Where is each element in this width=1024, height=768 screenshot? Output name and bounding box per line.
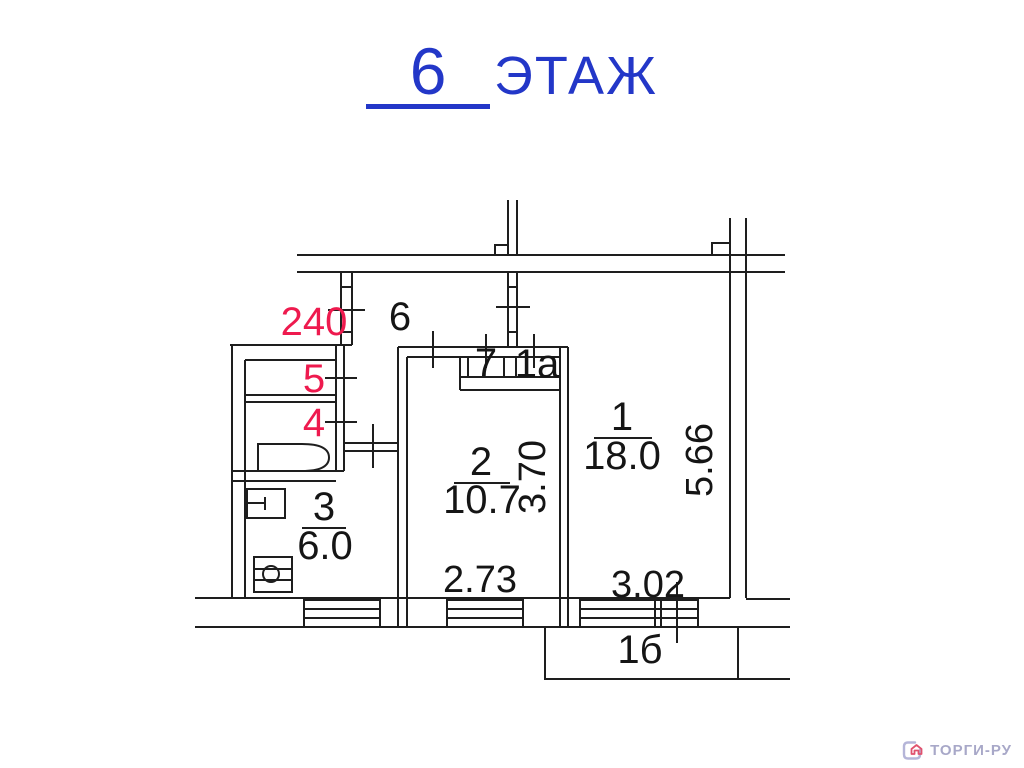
room2-window [446,599,524,628]
apartment-number-label: 240 [281,300,348,344]
stove-symbol [253,556,293,593]
bottom-exterior-wall [195,597,790,628]
room7-label: 7 [475,341,497,385]
room3-label: 3 [313,485,335,529]
room2-area: 10.7 [443,478,521,522]
bath-bottom-wall [232,470,344,482]
dim-566: 5.66 [679,423,721,497]
room1a-label: 1а [515,342,560,386]
balcony-label: 1б [617,628,662,672]
room6-label: 6 [389,295,411,339]
kitchen-window [303,599,381,628]
watermark-text: ТОРГИ-РУ [930,741,1012,759]
entry-wall [328,272,365,345]
closet7-1a-walls [459,357,560,391]
top-wall-stub [494,200,518,255]
bathtub-symbol [257,443,331,472]
floor-number: 6 [366,38,491,109]
room2-label: 2 [470,440,492,484]
torgi-logo-icon [902,741,923,760]
room5-label: 5 [303,357,325,401]
top-exterior-wall [297,254,785,273]
balcony-outline [544,627,790,680]
closet5-bath-divider [245,394,336,403]
watermark: ТОРГИ-РУ [901,738,1012,762]
dim-273: 2.73 [443,559,517,601]
kitchen-door-wall [344,424,398,468]
room3-area: 6.0 [297,524,353,568]
room1-label: 1 [611,395,633,439]
right-exterior-wall [711,218,790,600]
sink-symbol [246,488,286,519]
closet-bath-right-wall [325,345,357,471]
room1-window [579,599,699,628]
corridor-right-wall [496,272,530,347]
room4-label: 4 [303,401,325,445]
floor-word: ЭТАЖ [494,46,658,106]
dim-370: 3.70 [512,440,554,514]
dim-302: 3.02 [611,564,685,606]
fraction-lines [302,437,652,529]
door-ticks-top-wall [432,331,535,368]
room1-area: 18.0 [583,434,661,478]
